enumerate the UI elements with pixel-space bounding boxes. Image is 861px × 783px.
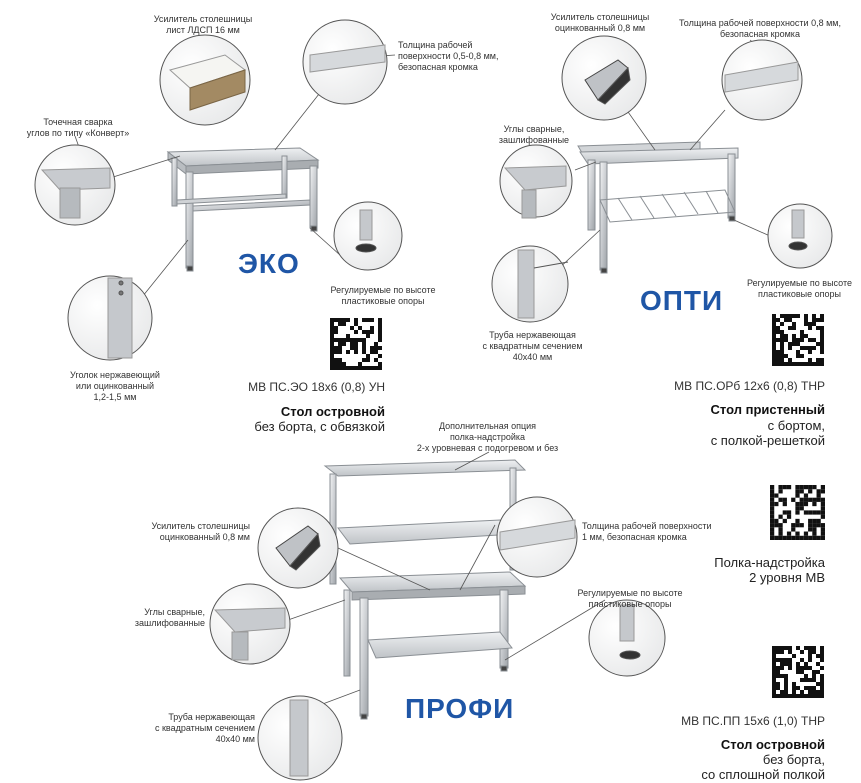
profi-table bbox=[323, 459, 527, 720]
profi-product-desc: без борта, со сплошной полкой bbox=[701, 752, 825, 782]
opti-callout-corners: Углы сварные, зашлифованные bbox=[498, 124, 570, 145]
opti-callout-pipe: Труба нержавеющая с квадратным сечением … bbox=[482, 330, 583, 362]
profi-callout-pipe: Труба нержавеющая с квадратным сечением … bbox=[154, 712, 255, 744]
eko-detail-circles bbox=[34, 19, 403, 361]
profi-callout-corners: Углы сварные, зашлифованные bbox=[134, 607, 205, 628]
shelf-qr-code bbox=[770, 485, 825, 540]
eko-product-title: Стол островной bbox=[280, 404, 385, 419]
eko-callout-feet: Регулируемые по высоте пластиковые опоры bbox=[330, 285, 436, 306]
opti-model-code: МВ ПС.ОРб 12х6 (0,8) ТНР bbox=[674, 379, 825, 393]
profi-model-code: МВ ПС.ПП 15х6 (1,0) ТНР bbox=[681, 714, 825, 728]
opti-detail-circles bbox=[491, 35, 833, 323]
opti-callout-reinforce: Усилитель столешницы оцинкованный 0,8 мм bbox=[550, 12, 650, 33]
opti-qr-code bbox=[772, 314, 824, 366]
profi-product-title: Стол островной bbox=[720, 737, 825, 752]
eko-callout-reinforce: Усилитель столешницы лист ЛДСП 16 мм bbox=[153, 14, 253, 35]
profi-callout-thickness: Толщина рабочей поверхности 1 мм, безопа… bbox=[582, 521, 712, 542]
eko-title: ЭКО bbox=[238, 248, 300, 279]
eko-callout-thickness: Толщина рабочей поверхности 0,5-0,8 мм, … bbox=[398, 40, 499, 72]
eko-callout-welding: Точечная сварка углов по типу «Конверт» bbox=[26, 117, 130, 138]
opti-title: ОПТИ bbox=[640, 285, 724, 316]
opti-product-desc: с бортом, с полкой-решеткой bbox=[710, 418, 825, 448]
profi-detail-circles bbox=[209, 496, 666, 781]
profi-callout-reinforce: Усилитель столешницы оцинкованный 0,8 мм bbox=[151, 521, 250, 542]
shelf-option-callout: Дополнительная опция полка-надстройка 2-… bbox=[416, 421, 559, 453]
opti-table bbox=[577, 141, 739, 274]
eko-qr-code bbox=[330, 318, 382, 370]
eko-product-desc: без борта, с обвязкой bbox=[254, 419, 385, 434]
profi-title: ПРОФИ bbox=[405, 693, 515, 724]
eko-model-code: МВ ПС.ЭО 18х6 (0,8) УН bbox=[248, 380, 385, 394]
opti-callout-thickness: Толщина рабочей поверхности 0,8 мм, безо… bbox=[679, 18, 841, 39]
eko-callout-angle: Уголок нержавеющий или оцинкованный 1,2-… bbox=[70, 370, 160, 402]
opti-callout-feet: Регулируемые по высоте пластиковые опоры bbox=[746, 278, 852, 299]
profi-callout-feet: Регулируемые по высоте пластиковые опоры bbox=[577, 588, 683, 609]
opti-product-title: Стол пристенный bbox=[710, 402, 825, 417]
profi-qr-code bbox=[772, 646, 824, 698]
shelf-option-title: Полка-надстройка 2 уровня МВ bbox=[714, 555, 825, 585]
